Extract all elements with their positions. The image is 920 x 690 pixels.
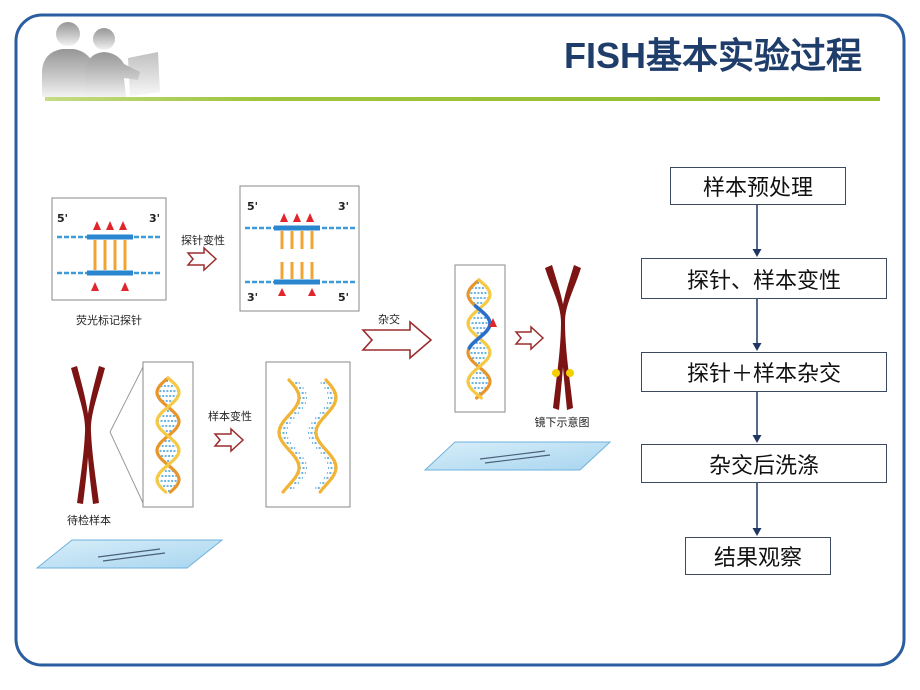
fluorescent-marker	[278, 288, 286, 296]
strand-end-label: 3'	[247, 291, 258, 304]
single-strand-right	[308, 378, 338, 494]
probe-segment	[274, 225, 320, 231]
labelled-probe-panel: 5' 3'	[51, 197, 167, 301]
strand-end-label: 3'	[149, 212, 160, 225]
strand-end-label: 5'	[338, 291, 349, 304]
person-right-head	[93, 28, 115, 50]
flow-connectors	[752, 205, 762, 536]
result-glass-slide-image	[423, 441, 612, 471]
person-right-body	[84, 52, 140, 97]
single-dna-strand	[277, 378, 301, 494]
specimen-line	[102, 552, 166, 562]
chromatid-left	[545, 265, 565, 410]
single-dna-strand	[314, 378, 338, 494]
hybridization-arrow	[361, 320, 433, 360]
sample-denature-arrow	[213, 427, 245, 453]
sample-double-helix	[155, 376, 181, 494]
result-arrow	[514, 325, 545, 351]
result-chromosome-image	[545, 265, 581, 410]
strand-end-label: 5'	[57, 212, 68, 225]
chromatid-right	[86, 366, 105, 504]
flow-arrow-head	[752, 343, 762, 351]
flow-arrow-head	[752, 528, 762, 536]
flow-step-denaturation: 探针、样本变性	[641, 258, 887, 299]
slide-title: FISH基本实验过程	[563, 35, 862, 76]
probe-segment	[87, 270, 133, 276]
person-left-body	[42, 49, 98, 97]
specimen-line	[484, 454, 551, 464]
probe-caption: 荧光标记探针	[76, 313, 142, 327]
sample-caption: 待检样本	[67, 513, 111, 527]
person-left-head	[56, 22, 80, 46]
chromatid-left	[71, 366, 90, 504]
single-strand-left	[277, 378, 307, 494]
flow-step-hybridization: 探针＋样本杂交	[641, 352, 887, 392]
dna-strand-yellow	[155, 376, 181, 494]
fluorescent-marker	[121, 282, 129, 291]
probe-denature-label: 探针变性	[181, 233, 225, 247]
monitor-shape	[128, 52, 160, 96]
fluorescent-marker	[106, 221, 114, 230]
glass-slide	[35, 539, 224, 569]
zoom-line	[109, 431, 144, 504]
sample-chromosome-image	[71, 366, 105, 504]
zoom-line	[109, 366, 144, 433]
fluorescent-marker	[308, 288, 316, 296]
probe-segment	[87, 234, 133, 240]
flow-arrow-head	[752, 249, 762, 257]
specimen-line	[479, 450, 546, 460]
fluorescent-marker	[306, 213, 314, 222]
hybridized-double-helix	[466, 278, 492, 400]
strand-end-label: 5'	[247, 200, 258, 213]
fluorescent-marker	[93, 221, 101, 230]
panel-border	[51, 197, 167, 301]
business-people-silhouette-image	[42, 22, 160, 97]
flow-arrow-head	[752, 435, 762, 443]
title-accent-line	[45, 97, 880, 101]
glass-slide	[423, 441, 612, 471]
sample-denature-label: 样本变性	[208, 409, 252, 423]
hybridization-label: 杂交	[378, 312, 400, 326]
sample-glass-slide-image	[35, 539, 224, 569]
flow-step-post-wash: 杂交后洗涤	[641, 444, 887, 483]
fluorescent-marker	[489, 318, 497, 327]
specimen-line	[97, 548, 161, 558]
fluorescent-marker	[91, 282, 99, 291]
fish-signal-dot	[552, 369, 560, 377]
chromatid-right	[561, 265, 581, 410]
fluorescent-marker	[293, 213, 301, 222]
fluorescent-marker	[119, 221, 127, 230]
fish-signal-dot	[566, 369, 574, 377]
panel-border	[239, 185, 360, 312]
microscope-caption: 镜下示意图	[535, 415, 590, 429]
strand-end-label: 3'	[338, 200, 349, 213]
probe-segment	[274, 279, 320, 285]
flow-step-sample-pretreatment: 样本预处理	[670, 167, 846, 205]
denatured-probe-panel: 5' 3' 3' 5'	[239, 185, 360, 312]
probe-denature-arrow	[186, 246, 218, 272]
flow-step-observation: 结果观察	[685, 537, 831, 575]
fluorescent-marker	[280, 213, 288, 222]
